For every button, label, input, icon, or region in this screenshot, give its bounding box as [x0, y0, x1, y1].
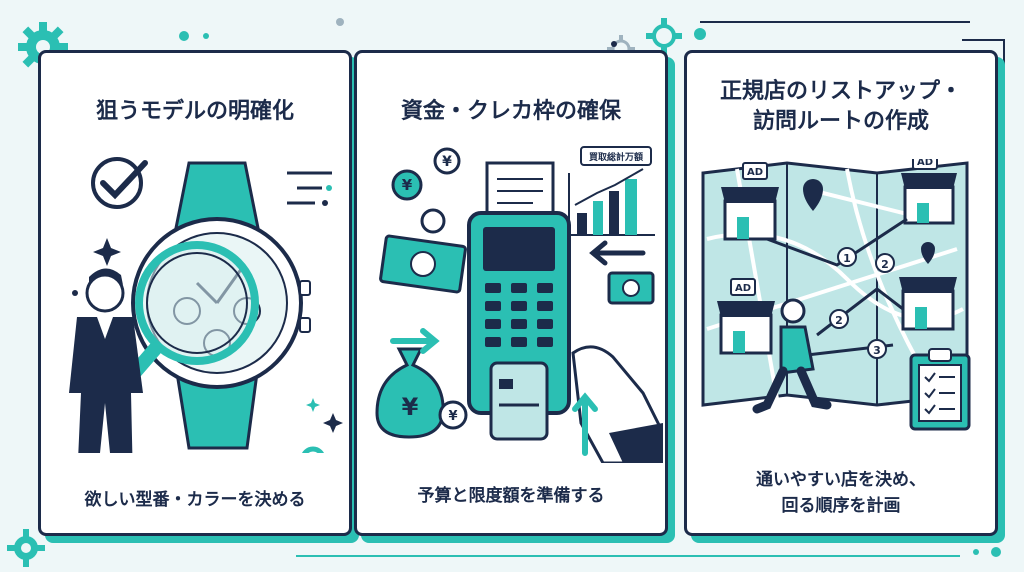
- store-icon: [899, 277, 957, 331]
- coin-symbol: ¥: [442, 154, 452, 170]
- bar-chart-icon: 買取総計万額: [568, 146, 655, 236]
- panel-title: 正規店のリストアップ・ 訪問ルートの作成: [687, 77, 995, 137]
- receipt-icon: [485, 161, 555, 225]
- store-icon: AD: [901, 159, 957, 225]
- route-step-number: 1: [843, 252, 851, 265]
- panel-title-line: 狙うモデルの明確化: [95, 99, 294, 124]
- watch-illustration: [69, 157, 343, 453]
- panel-title-line: 資金・クレカ枠の確保: [400, 99, 621, 124]
- coin-symbol: ¥: [402, 176, 413, 194]
- route-step-number: 2: [835, 314, 843, 327]
- panel-caption: 欲しい型番・カラーを決める: [41, 487, 349, 513]
- bag-symbol: ¥: [402, 393, 419, 421]
- panel-caption-line: 欲しい型番・カラーを決める: [84, 490, 306, 510]
- panel-store-route: 正規店のリストアップ・ 訪問ルートの作成 AD AD: [684, 50, 998, 536]
- walking-person-icon: [752, 298, 832, 414]
- gear-icon: [302, 446, 324, 453]
- panel-title-line: 正規店のリストアップ・: [719, 79, 962, 104]
- panel-model-selection: 狙うモデルの明確化: [38, 50, 352, 536]
- funds-illustration: ¥ ¥ 買取総計万額: [375, 146, 663, 463]
- store-icon: AD: [721, 162, 779, 241]
- panel-caption-line: 通いやすい店を決め、: [756, 470, 926, 490]
- store-tag: AD: [917, 159, 933, 168]
- sparkle-icon: [72, 238, 343, 433]
- route-step-number: 3: [873, 344, 881, 357]
- banknote-icon: [379, 234, 655, 305]
- checkmark-circle-icon: [91, 157, 148, 209]
- route-step-number: 2: [881, 258, 889, 271]
- panel-funds: 資金・クレカ枠の確保 ¥ ¥ 買取総計万額: [354, 50, 668, 536]
- panel-caption: 通いやすい店を決め、 回る順序を計画: [687, 467, 995, 519]
- panel-caption-line: 予算と限度額を準備する: [417, 486, 605, 506]
- credit-card-icon: [489, 361, 549, 441]
- money-bag-icon: ¥ ¥: [375, 347, 468, 439]
- panel-caption-line: 回る順序を計画: [781, 496, 901, 516]
- businessman-icon: [69, 268, 143, 453]
- chart-label: 買取総計万額: [589, 151, 643, 163]
- panel-title: 資金・クレカ枠の確保: [357, 97, 665, 127]
- panel-caption: 予算と限度額を準備する: [357, 483, 665, 509]
- route-map-illustration: AD AD AD 1: [701, 159, 971, 431]
- checklist-clipboard-icon: [909, 348, 971, 431]
- store-tag: AD: [747, 167, 763, 178]
- arrow-icon: [390, 240, 646, 456]
- store-icon: AD: [717, 278, 775, 355]
- coin-symbol: ¥: [448, 409, 457, 424]
- panel-title: 狙うモデルの明確化: [41, 97, 349, 127]
- coin-icon: ¥ ¥: [391, 147, 461, 234]
- gear-icon: [7, 529, 45, 567]
- store-tag: AD: [735, 283, 751, 294]
- route-step: 1 2 2 3: [829, 247, 895, 359]
- hand-icon: [571, 345, 663, 463]
- panel-title-line: 訪問ルートの作成: [752, 109, 929, 134]
- location-pin-icon: [803, 179, 935, 264]
